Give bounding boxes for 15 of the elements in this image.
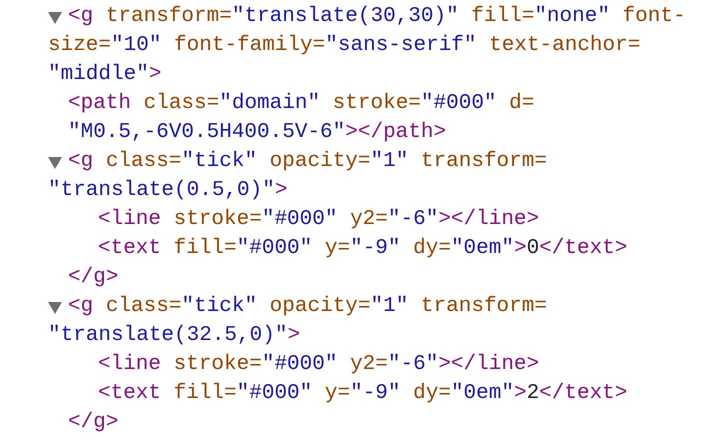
code-line: <line stroke="#000" y2="-6"></line>	[98, 352, 540, 378]
code-line: </g>	[68, 265, 118, 291]
code-line: <g class="tick" opacity="1" transform=	[68, 149, 547, 175]
code-line: <line stroke="#000" y2="-6"></line>	[98, 207, 540, 233]
code-line: <g class="tick" opacity="1" transform=	[68, 294, 547, 320]
code-line: <g transform="translate(30,30)" fill="none" font-	[68, 4, 686, 30]
code-line: </g>	[68, 410, 118, 436]
code-line: <text fill="#000" y="-9" dy="0em">2</text>	[98, 381, 628, 407]
code-line: "middle">	[48, 62, 162, 88]
code-line: <text fill="#000" y="-9" dy="0em">0</text>	[98, 236, 628, 262]
code-line: "translate(0.5,0)">	[48, 178, 288, 204]
code-line: "translate(32.5,0)">	[48, 323, 300, 349]
code-line: "M0.5,-6V0.5H400.5V-6"></path>	[68, 120, 446, 146]
code-line: <path class="domain" stroke="#000" d=	[68, 91, 534, 117]
code-line: size="10" font-family="sans-serif" text-anchor=	[48, 33, 640, 59]
